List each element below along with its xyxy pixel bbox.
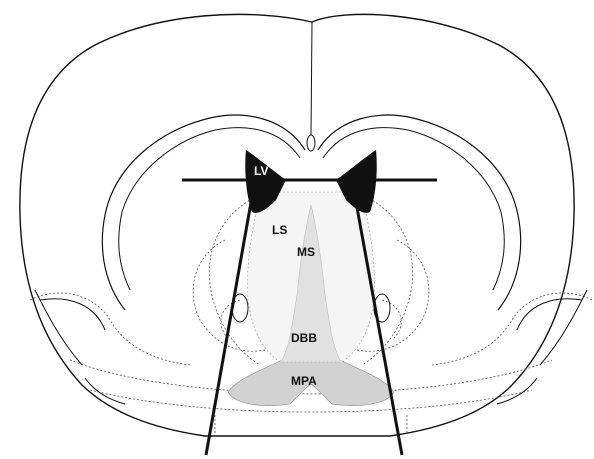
label-ls: LS (272, 223, 287, 237)
label-dbb: DBB (291, 331, 317, 345)
label-ms: MS (297, 245, 315, 259)
midline-structure (307, 135, 315, 151)
label-mpa: MPA (291, 374, 317, 388)
oblique-cut-line-left (206, 180, 255, 455)
label-lv: LV (254, 164, 268, 178)
midline-fissure (311, 22, 312, 135)
